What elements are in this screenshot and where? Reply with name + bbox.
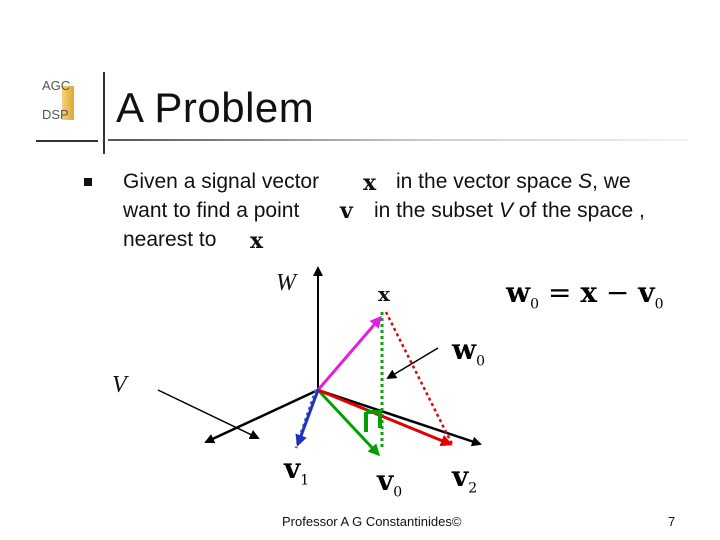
bullet-text: , we <box>592 170 631 193</box>
logo-horizontal-rule <box>36 140 98 142</box>
bullet-italic-s: S <box>578 170 593 193</box>
agc-dsp-logo: AGC DSP <box>36 74 86 130</box>
bullet-text: in the subset <box>374 199 494 222</box>
label-w0-main: w <box>452 333 477 366</box>
eq-v-sub: 0 <box>654 296 664 313</box>
label-v1-sub: 1 <box>300 472 310 489</box>
eq-v: v <box>638 276 655 309</box>
label-v2-sub: 2 <box>468 480 478 497</box>
bullet-marker <box>84 178 92 186</box>
equation-w0: w0 = x − v0 <box>506 276 664 313</box>
bullet-line-1: Given a signal vector <box>123 170 319 194</box>
bullet-text: in the vector space <box>396 170 573 193</box>
axis-v-pointer <box>157 389 260 440</box>
label-v: V <box>112 372 127 398</box>
label-w0-sub: 0 <box>476 353 486 370</box>
label-w: W <box>276 270 296 296</box>
label-v0: v0 <box>377 464 402 501</box>
eq-equals: = <box>547 276 572 309</box>
w0-pointer-arrow <box>386 347 439 380</box>
label-v0-sub: 0 <box>393 484 403 501</box>
bullet-text: nearest to <box>123 228 217 251</box>
bullet-text: want to find a point <box>123 199 300 222</box>
axis-right <box>317 388 482 447</box>
bullet-line-2b: in the subset V of the space , <box>374 199 645 223</box>
logo-bar <box>62 86 74 120</box>
eq-w-sub: 0 <box>530 296 540 313</box>
vector-v1-blue <box>295 389 320 447</box>
vector-v0-green <box>316 388 381 457</box>
vector-x-magenta <box>316 315 382 391</box>
bullet-line-3: nearest to <box>123 228 216 252</box>
symbol-x: x <box>363 170 377 196</box>
footer-author: Professor A G Constantinides© <box>282 514 462 529</box>
page-number: 7 <box>668 514 676 529</box>
bullet-text: Given a signal vector <box>123 170 320 193</box>
bullet-text: of the space , <box>518 199 645 222</box>
right-angle-mark <box>366 410 382 428</box>
label-x-point: x <box>378 282 390 306</box>
vector-v2-red <box>317 388 453 447</box>
bullet-line-2: want to find a point <box>123 199 299 223</box>
label-v2: v2 <box>452 460 477 497</box>
symbol-v: v <box>340 198 353 224</box>
label-v2-main: v <box>452 460 469 493</box>
bullet-italic-v: V <box>498 199 513 222</box>
label-w0: w0 <box>452 333 485 370</box>
eq-minus: − <box>605 276 630 309</box>
bullet-line-1b: in the vector space S, we <box>396 170 631 194</box>
title-vertical-rule <box>103 72 105 154</box>
symbol-x: x <box>250 228 264 254</box>
slide-title: A Problem <box>116 84 315 131</box>
logo-text-dsp: DSP <box>42 107 69 122</box>
axis-left <box>204 388 319 444</box>
label-v1-main: v <box>284 452 301 485</box>
label-v0-main: v <box>377 464 394 497</box>
label-v1: v1 <box>284 452 309 489</box>
x-to-v2-dotted <box>384 311 454 445</box>
eq-x: x <box>580 276 598 309</box>
title-horizontal-rule <box>108 139 688 141</box>
logo-text-agc: AGC <box>42 78 71 93</box>
eq-w: w <box>506 276 531 309</box>
